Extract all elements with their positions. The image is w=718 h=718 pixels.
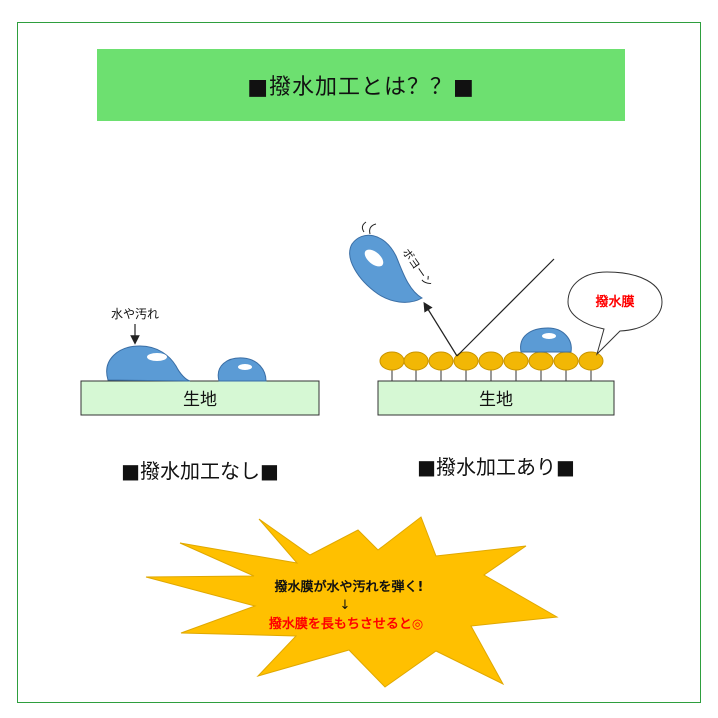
droplet-highlight xyxy=(147,353,167,361)
burst-line-2: 撥水膜を長もちさせると◎ xyxy=(269,616,423,632)
left-substrate-label: 生地 xyxy=(183,390,217,410)
right-resting-droplet xyxy=(520,327,572,353)
left-panel-label: ■撥水加工なし■ xyxy=(121,459,279,483)
title-banner: ■撥水加工とは？？■ xyxy=(97,49,625,121)
burst-arrow: ↓ xyxy=(340,598,351,613)
burst-line-1: 撥水膜が水や汚れを弾く! xyxy=(275,579,424,595)
motion-marks xyxy=(361,221,377,235)
right-panel-label: ■撥水加工あり■ xyxy=(417,455,575,479)
water-repellent-film xyxy=(379,351,604,381)
left-panel: 生地 水や汚れ ■撥水加工なし■ xyxy=(80,307,320,483)
right-panel: 生地 xyxy=(349,221,663,479)
outer-frame xyxy=(17,22,701,703)
droplet-highlight xyxy=(542,333,556,339)
explosion-burst: 撥水膜が水や汚れを弾く! ↓ 撥水膜を長もちさせると◎ xyxy=(145,516,559,688)
right-substrate-label: 生地 xyxy=(479,390,513,410)
film-label: 撥水膜 xyxy=(595,294,634,310)
left-large-droplet xyxy=(106,345,191,382)
page-title: ■撥水加工とは？？■ xyxy=(247,75,475,100)
droplet-highlight xyxy=(364,249,384,267)
incoming-line xyxy=(456,258,555,357)
dirt-label: 水や汚れ xyxy=(111,307,159,321)
bounce-arrow xyxy=(423,301,458,357)
left-substrate xyxy=(80,380,320,416)
droplet-highlight xyxy=(238,364,252,370)
right-substrate xyxy=(377,380,615,416)
film-callout-bubble xyxy=(567,271,663,356)
burst-shape xyxy=(145,516,559,688)
